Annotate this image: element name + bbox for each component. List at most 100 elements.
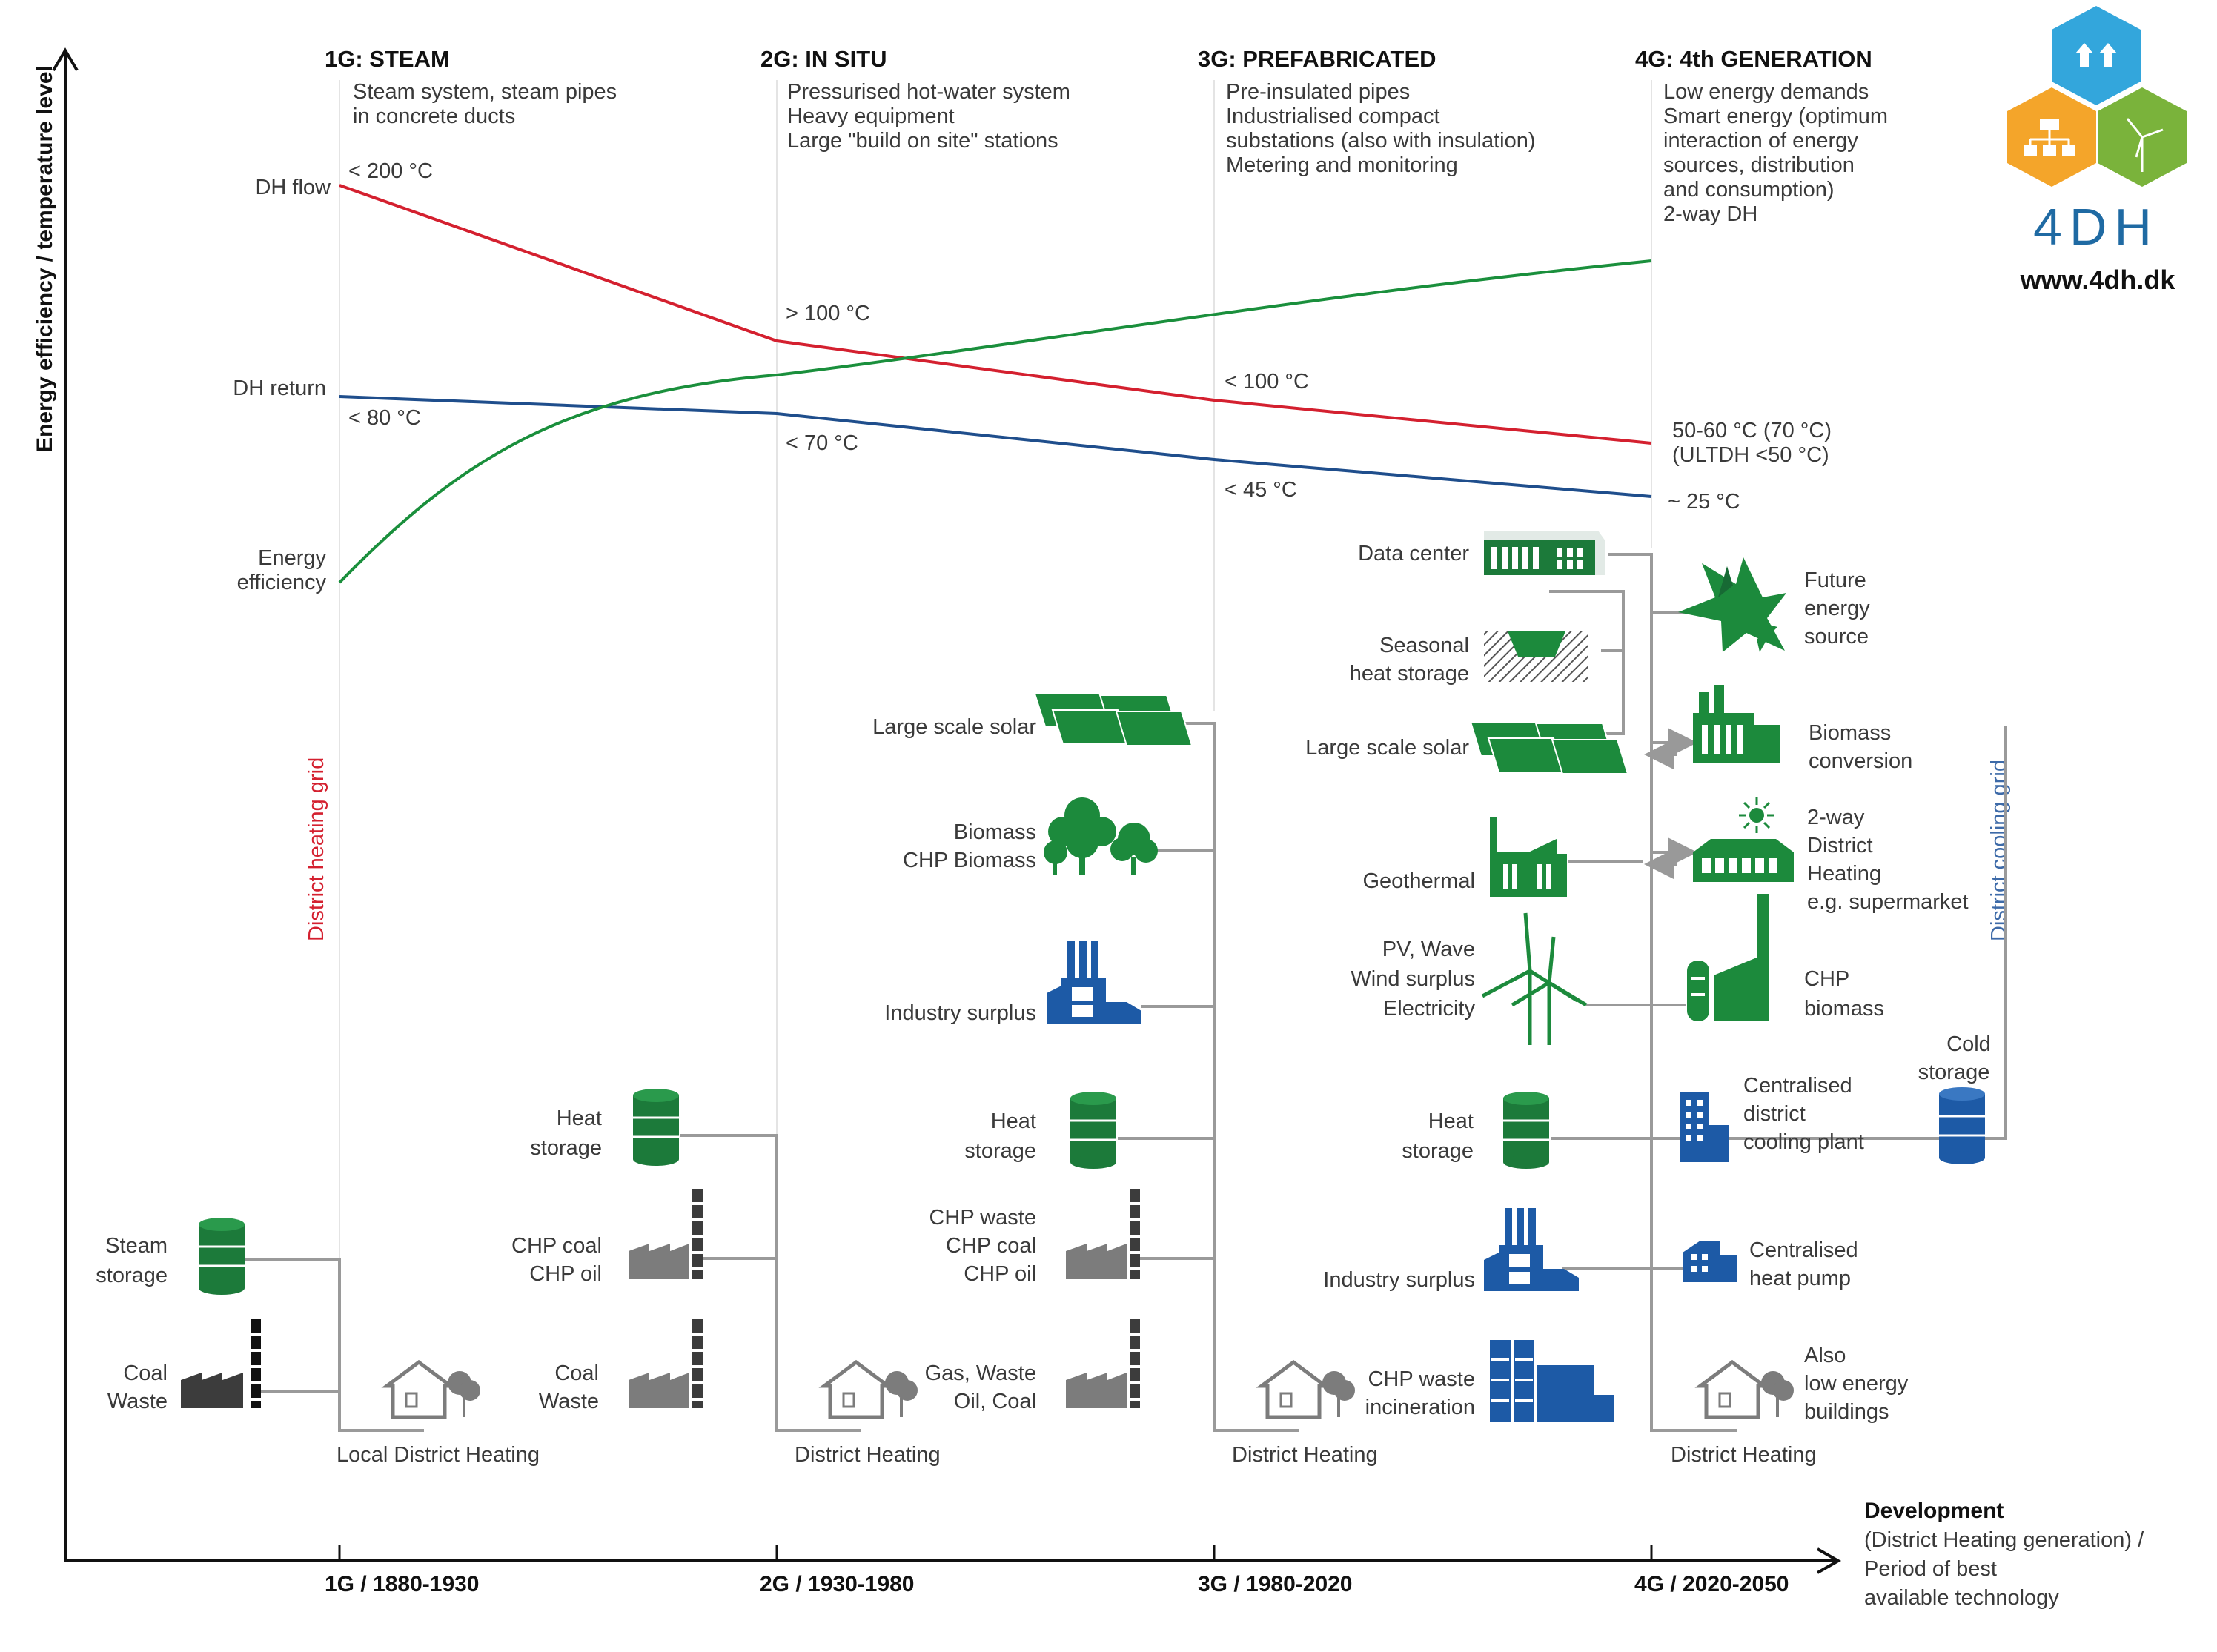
gen4-2way-label-4: e.g. supermarket	[1807, 890, 1969, 914]
flow-temp-4g-ultdh: (ULTDH <50 °C)	[1672, 443, 1829, 467]
x-axis-title: Development	[1864, 1499, 2004, 1523]
heat-pump-icon	[1683, 1241, 1737, 1282]
gen3-desc-3: substations (also with insulation)	[1226, 129, 1535, 153]
waste-incineration-icon	[1490, 1340, 1614, 1422]
return-temp-2g: < 70 °C	[786, 431, 858, 455]
gen4-low-energy-label-2: low energy	[1804, 1372, 1909, 1396]
4dh-logo: 4DH www.4dh.dk	[2007, 6, 2187, 295]
gen3-biomass-label-2: CHP Biomass	[903, 849, 1036, 872]
hexagon-orange-icon	[2007, 87, 2096, 187]
gen1-coal-label-1: Coal	[123, 1361, 168, 1385]
chp-biomass-icon	[1687, 894, 1769, 1021]
gen3-biomass-label-1: Biomass	[954, 820, 1036, 844]
gen3-chp-label-1: CHP waste	[929, 1206, 1036, 1230]
gen4-cold-storage-label-1: Cold	[1946, 1032, 1991, 1056]
gen2-heat-storage-label-1: Heat	[557, 1107, 602, 1130]
gen4-heat-storage-label-2: storage	[1402, 1139, 1474, 1163]
dh-return-curve	[339, 395, 1652, 498]
gen4-biomass-conv-label-1: Biomass	[1809, 721, 1891, 745]
gen4-chp-biomass-label-2: biomass	[1804, 997, 1884, 1021]
gen2-chp-coal-label-2: CHP oil	[529, 1262, 602, 1286]
gen4-house-icon	[1694, 1359, 1794, 1419]
district-heating-grid-label: District heating grid	[305, 757, 328, 941]
gen4-2way-label-2: District	[1807, 834, 1873, 857]
gen4-large-scale-solar-icon	[1469, 721, 1629, 774]
gen1-system: Steam storage Coal Waste Local District …	[96, 1218, 540, 1467]
generation-dividers	[339, 80, 1652, 1260]
gen4-data-center-label: Data center	[1358, 542, 1469, 565]
gen4-cold-storage-label-2: storage	[1918, 1061, 1990, 1084]
efficiency-label-2: efficiency	[237, 571, 327, 594]
gen3-result-label: District Heating	[1232, 1443, 1378, 1467]
gen3-desc-4: Metering and monitoring	[1226, 153, 1458, 177]
data-center-icon	[1484, 531, 1605, 575]
gen4-result-label: District Heating	[1671, 1443, 1817, 1467]
logo-url: www.4dh.dk	[2020, 265, 2176, 295]
gen3-heat-storage-icon	[1070, 1092, 1116, 1169]
dh-flow-curve	[339, 184, 1652, 445]
gen1-house-icon	[381, 1359, 480, 1419]
gen4-cooling-label-3: cooling plant	[1743, 1130, 1864, 1154]
gen3-title: 3G: PREFABRICATED	[1198, 46, 1436, 72]
x-tick-1: 1G / 1880-1930	[325, 1572, 480, 1596]
gen4-cooling-label-1: Centralised	[1743, 1074, 1852, 1098]
wind-turbine-icon	[1481, 912, 1588, 1045]
gen4-low-energy-label-1: Also	[1804, 1344, 1846, 1367]
gen4-system: Data center Seasonal heat storage Large …	[1305, 531, 2007, 1467]
flow-temp-4g: 50-60 °C (70 °C)	[1672, 419, 1832, 442]
gen2-result-label: District Heating	[795, 1443, 941, 1467]
gen4-heat-storage-icon	[1503, 1092, 1549, 1169]
gen2-heat-storage-label-2: storage	[530, 1136, 602, 1160]
gen3-industry-label: Industry surplus	[884, 1001, 1036, 1025]
gen3-system: Large scale solar Biomass CHP Biomass In…	[872, 693, 1378, 1467]
gen1-title: 1G: STEAM	[325, 46, 450, 72]
gen3-gas-label-1: Gas, Waste	[925, 1361, 1036, 1385]
gen1-header: 1G: STEAM Steam system, steam pipes in c…	[325, 46, 617, 128]
gen2-house-icon	[818, 1359, 918, 1419]
return-temp-1g: < 80 °C	[348, 406, 421, 430]
gen4-future-label-3: source	[1804, 625, 1869, 648]
gen4-desc-5: and consumption)	[1663, 178, 1835, 202]
gen4-pv-label-2: Wind surplus	[1351, 967, 1475, 991]
cold-storage-icon	[1939, 1087, 1985, 1164]
x-tick-4: 4G / 2020-2050	[1634, 1572, 1789, 1596]
energy-efficiency-curve	[338, 259, 1652, 584]
gen4-low-energy-label-3: buildings	[1804, 1400, 1889, 1424]
flow-temp-2g: > 100 °C	[786, 302, 870, 325]
gen3-solar-label: Large scale solar	[872, 715, 1036, 739]
gen3-heat-storage-label-1: Heat	[991, 1109, 1036, 1133]
gas-plant-icon	[1066, 1319, 1140, 1408]
large-scale-solar-icon	[1033, 693, 1193, 746]
gen2-system: Heat storage CHP coal CHP oil Coal Waste…	[511, 1089, 941, 1467]
gen4-chp-waste-label-2: incineration	[1365, 1396, 1475, 1419]
gen3-desc-2: Industrialised compact	[1226, 105, 1440, 128]
gen4-solar-label: Large scale solar	[1305, 736, 1469, 760]
gen2-header: 2G: IN SITU Pressurised hot-water system…	[760, 46, 1070, 153]
gen4-desc-4: sources, distribution	[1663, 153, 1855, 177]
gen4-biomass-conv-label-2: conversion	[1809, 749, 1912, 773]
gen4-heat-pump-label-1: Centralised	[1749, 1238, 1858, 1262]
geothermal-icon	[1490, 817, 1567, 897]
steam-storage-icon	[199, 1218, 245, 1295]
gen4-header: 4G: 4th GENERATION Low energy demands Sm…	[1635, 46, 1888, 226]
gen2-coal-label-1: Coal	[554, 1361, 599, 1385]
gen4-pv-label-1: PV, Wave	[1382, 938, 1475, 961]
future-energy-star-icon	[1678, 557, 1786, 652]
gen4-2way-label-3: Heating	[1807, 862, 1881, 886]
x-tick-3: 3G / 1980-2020	[1198, 1572, 1353, 1596]
chp-coal-plant-icon	[629, 1189, 703, 1279]
gen4-seasonal-label-2: heat storage	[1350, 662, 1469, 686]
gen3-house-icon	[1256, 1359, 1355, 1419]
gen2-coal-label-2: Waste	[539, 1390, 599, 1413]
gen4-industry-surplus-icon	[1484, 1208, 1579, 1291]
dh-return-label: DH return	[233, 376, 326, 400]
gen3-chp-label-3: CHP oil	[964, 1262, 1036, 1286]
gen3-chp-label-2: CHP coal	[946, 1234, 1036, 1258]
gen3-gas-label-2: Oil, Coal	[954, 1390, 1036, 1413]
gen4-chp-biomass-label-1: CHP	[1804, 967, 1849, 991]
axes	[52, 47, 1842, 1574]
cooling-plant-icon	[1680, 1092, 1729, 1162]
gen3-heat-storage-label-2: storage	[964, 1139, 1036, 1163]
y-axis-label: Energy efficiency / temperature level	[33, 65, 57, 452]
hexagon-blue-icon	[2052, 6, 2141, 105]
